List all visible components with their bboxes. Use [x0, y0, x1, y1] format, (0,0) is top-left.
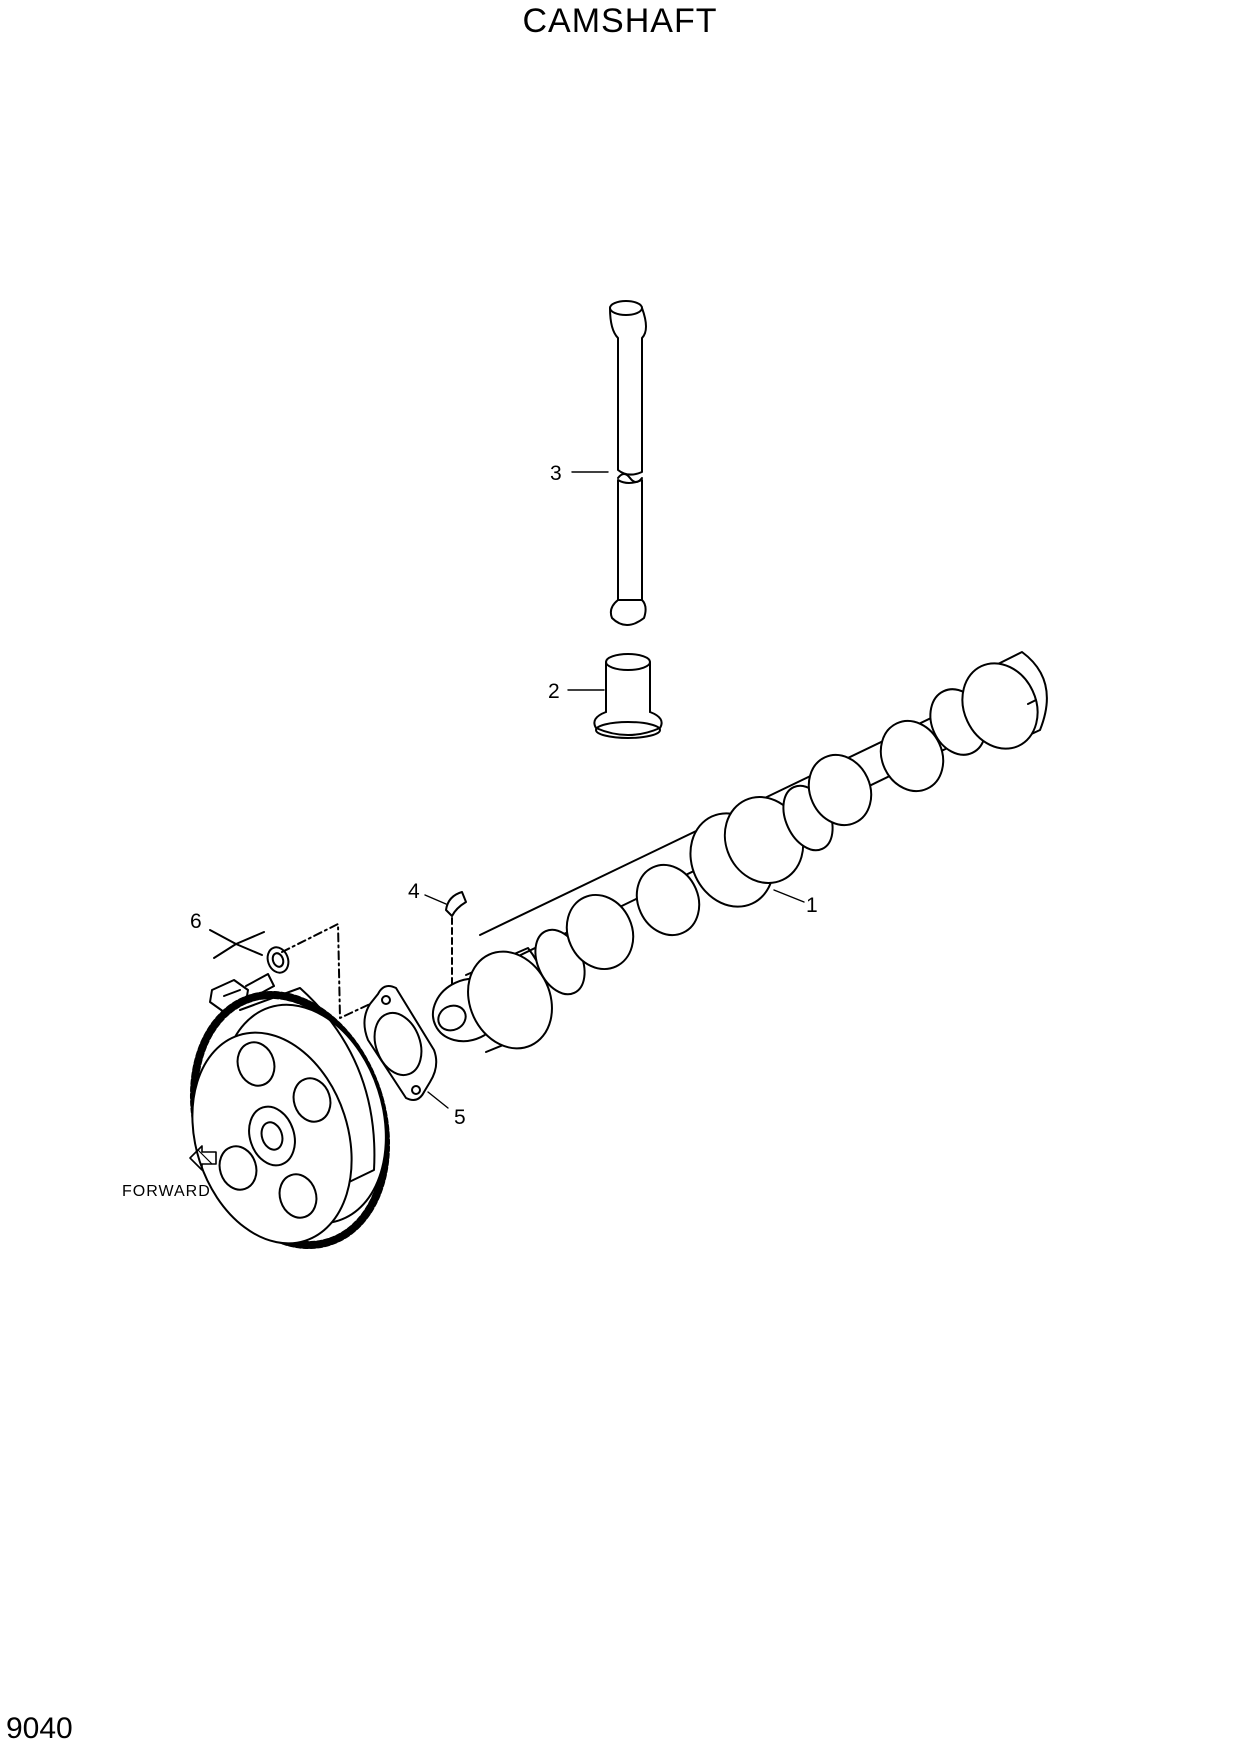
callout-2: 2	[548, 680, 560, 703]
callout-leaders	[424, 471, 805, 1109]
woodruff-key[interactable]	[445, 891, 467, 986]
camshaft[interactable]	[423, 651, 1052, 1062]
tappet[interactable]	[593, 653, 663, 739]
page-title: CAMSHAFT	[522, 2, 718, 40]
callout-1: 1	[806, 894, 818, 917]
callout-3: 3	[550, 462, 562, 485]
assembly-line	[281, 923, 371, 1019]
washer[interactable]	[264, 944, 292, 975]
camshaft-gear[interactable]	[163, 970, 417, 1270]
callout-5: 5	[454, 1106, 466, 1129]
callout-6: 6	[190, 910, 202, 933]
thrust-plate[interactable]	[363, 985, 438, 1101]
forward-arrow-icon	[189, 1145, 217, 1171]
page-code: 9040	[6, 1712, 73, 1745]
push-rod[interactable]	[609, 300, 647, 626]
callout-4: 4	[408, 880, 420, 903]
forward-label: FORWARD	[122, 1183, 211, 1200]
callout-6-bracket	[209, 929, 265, 959]
